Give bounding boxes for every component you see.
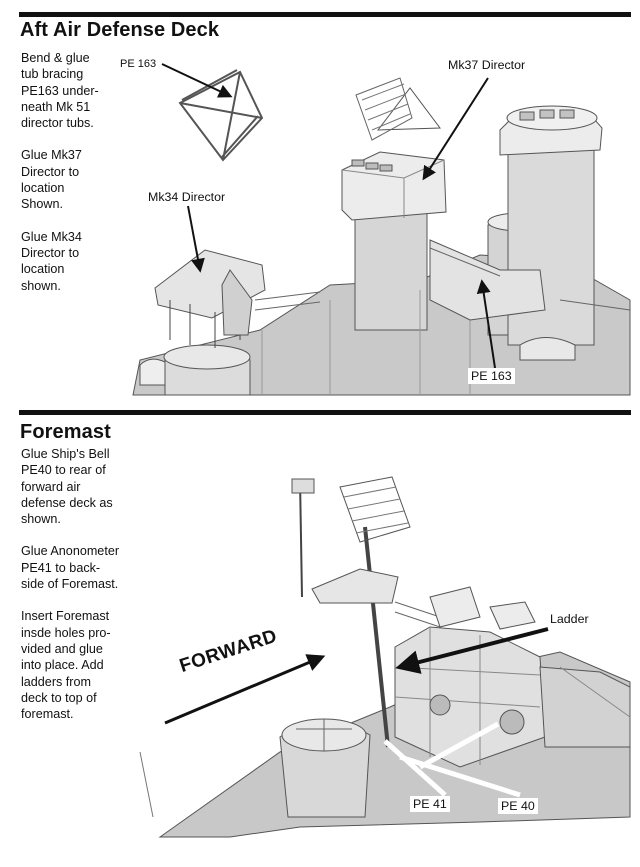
instruction-ships-bell: Glue Ship's Bell PE40 to rear of forward… [21,447,113,527]
section-title-foremast: Foremast [20,421,111,443]
pe-leader-lines-white [383,721,521,798]
mk37-leader [422,77,489,181]
instruction-insert-foremast: Insert Foremast insde holes pro- vided a… [21,609,111,722]
callout-mk37-director: Mk37 Director [448,58,526,72]
section-rule-top [19,12,631,17]
callout-pe41: PE 41 [410,796,450,812]
pe163-bracing-part [178,69,264,162]
section-rule-middle [19,410,631,415]
instruction-mk37: Glue Mk37 Director to location Shown. [21,148,82,212]
pe163-bottom-leader [476,279,496,369]
callout-pe163-bottom: PE 163 [468,368,515,384]
section-title-aft-air-defense-deck: Aft Air Defense Deck [20,19,220,41]
forward-direction-arrow [164,654,326,725]
callout-mk34-director: Mk34 Director [148,190,226,204]
ladder-leader [395,627,549,674]
aft-deck-instructions: Bend & glue tub bracing PE163 under- nea… [21,50,131,310]
ship-aft-superstructure [132,77,631,396]
foremast-illustration [139,476,631,838]
mk34-leader [187,205,205,273]
callout-pe163-top: PE 163 [120,58,157,70]
instruction-anonometer: Glue Anonometer PE41 to back- side of Fo… [21,544,120,592]
aft-air-defense-deck-illustration [132,63,631,396]
pe163-top-leader [161,63,233,98]
instruction-mk34: Glue Mk34 Director to location shown. [21,229,82,293]
margin-mark [139,751,154,818]
foremast-instructions: Glue Ship's Bell PE40 to rear of forward… [21,446,146,738]
callout-ladder: Ladder [550,612,589,626]
callout-pe40: PE 40 [498,798,538,814]
instruction-tub-bracing: Bend & glue tub bracing PE163 under- nea… [21,51,99,131]
